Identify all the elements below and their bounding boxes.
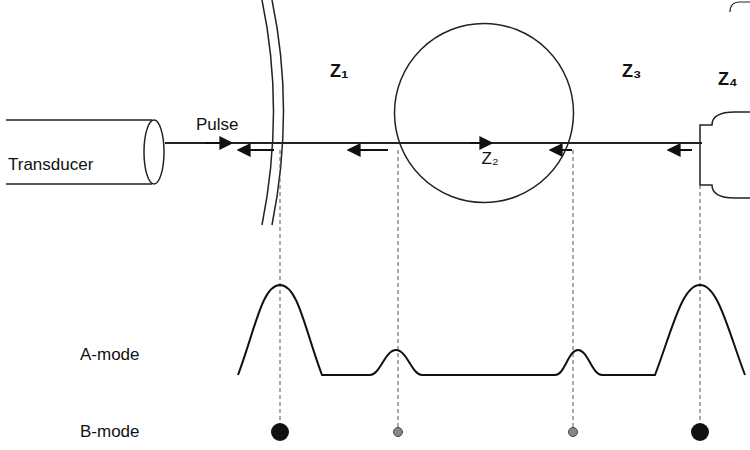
echo-arrow	[550, 149, 572, 151]
echo-arrow	[238, 149, 274, 151]
node-label: Transducer	[8, 156, 93, 175]
beam-line	[165, 142, 702, 144]
mode-label: B-mode	[80, 423, 140, 442]
b-mode-dot	[271, 423, 289, 441]
bone-outline	[700, 112, 750, 198]
impedance-label: Z₄	[718, 70, 738, 90]
impedance-label: Z₁	[330, 62, 348, 82]
b-mode-dot	[569, 428, 578, 437]
cylinder-outline	[4, 112, 168, 192]
pulse-arrow	[205, 142, 232, 144]
circle-outline	[393, 22, 575, 204]
mode-label: A-mode	[80, 346, 140, 365]
pulse-label: Pulse	[196, 116, 239, 135]
projection-lines	[280, 150, 700, 428]
pulse-arrow	[470, 142, 492, 144]
node-label: Z₂	[482, 150, 499, 169]
transducer: Transducer	[4, 112, 168, 192]
b-mode-dot	[394, 428, 403, 437]
interface-curve	[262, 0, 274, 225]
b-mode-dot	[691, 423, 709, 441]
echo-arrow	[668, 149, 692, 151]
interface-curve	[272, 0, 284, 225]
echo-arrow	[348, 149, 388, 151]
impedance-label: Z₃	[622, 62, 641, 82]
a-mode-trace	[238, 285, 745, 375]
tissue-circle: Z₂	[393, 22, 575, 204]
bone-outline	[730, 2, 750, 12]
